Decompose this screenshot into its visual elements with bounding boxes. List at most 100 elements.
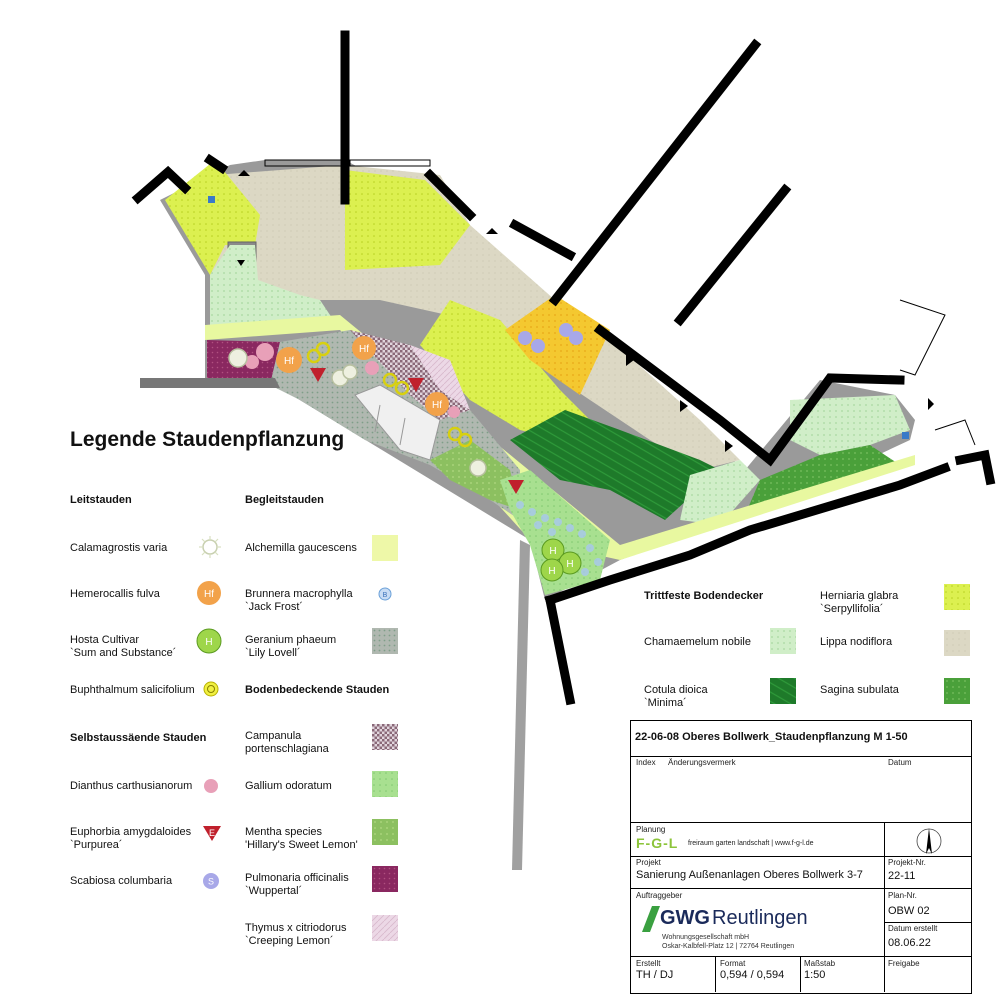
label-lippa: Lippa nodiflora — [820, 636, 893, 648]
plan-Hf-2: Hf — [359, 344, 369, 355]
fgl-logo: F-G-L — [636, 835, 679, 851]
heading-trittfeste: Trittfeste Bodendecker — [644, 590, 764, 602]
tb-index-label: Index — [636, 758, 656, 767]
tb-plannr-value: OBW 02 — [888, 905, 930, 917]
plan-thymus — [410, 345, 470, 410]
plan-cotula — [510, 410, 720, 520]
label-geranium: Geranium phaeum `Lily Lovell´ — [245, 634, 337, 659]
label-campanula: Campanula portenschlagiana — [245, 730, 329, 755]
label-brunnera: Brunnera macrophylla `Jack Frost´ — [245, 588, 353, 613]
swatch-lippa — [944, 630, 970, 656]
plan-arrow-markers — [237, 170, 934, 452]
tb-erstellt-label: Erstellt — [636, 959, 661, 968]
swatch-thymus — [372, 915, 398, 941]
tb-change-label: Änderungsvermerk — [668, 758, 736, 767]
buphthalmum-symbol — [203, 681, 219, 697]
label-pulmonaria: Pulmonaria officinalis `Wuppertal´ — [245, 872, 349, 897]
gwg-city: Reutlingen — [712, 907, 808, 929]
scabiosa-symbol: S — [203, 873, 219, 889]
euphorbia-symbol: E — [203, 826, 221, 841]
hosta-symbol: H — [196, 628, 222, 654]
swatch-sagina — [944, 678, 970, 704]
heading-selbstaussaende: Selbstaussäende Stauden — [70, 732, 207, 744]
tb-planung-text: freiraum garten landschaft | www.f-g-l.d… — [688, 840, 814, 847]
swatch-pulmonaria — [372, 866, 398, 892]
plan-herniaria-top — [345, 170, 470, 270]
plan-H-1: H — [549, 546, 556, 557]
plan-chamaemelum-left — [210, 245, 340, 330]
plan-symbols: Hf Hf Hf H H H — [228, 323, 602, 582]
tb-projekt-label: Projekt — [636, 858, 661, 867]
swatch-geranium — [372, 628, 398, 654]
gwg-logo: GWG — [660, 907, 710, 929]
hosta-symbol-label: H — [205, 637, 212, 648]
label-cotula: Cotula dioica `Minima´ — [644, 684, 708, 709]
heading-begleitstauden: Begleitstauden — [245, 494, 324, 506]
plan-Hf-1: Hf — [284, 356, 294, 367]
label-mentha: Mentha species 'Hillary's Sweet Lemon' — [245, 826, 358, 851]
hemerocallis-symbol-label: Hf — [204, 589, 214, 600]
tb-title: 22-06-08 Oberes Bollwerk_Staudenpflanzun… — [635, 731, 908, 743]
plan-yellow-bed — [505, 295, 610, 395]
gwg-sub1: Wohnungsgesellschaft mbH — [662, 934, 750, 941]
tb-datum-value: 08.06.22 — [888, 937, 931, 949]
legend-title: Legende Staudenpflanzung — [70, 428, 345, 451]
label-hosta: Hosta Cultivar `Sum and Substance´ — [70, 634, 177, 659]
plan-blue-marker — [208, 196, 215, 203]
plan-Hf-3: Hf — [432, 400, 442, 411]
swatch-chamaemelum — [770, 628, 796, 654]
label-chamaemelum: Chamaemelum nobile — [644, 636, 751, 648]
title-block — [630, 720, 972, 994]
label-alchemilla: Alchemilla gaucescens — [245, 542, 357, 554]
swatch-alchemilla — [372, 535, 398, 561]
label-herniaria: Herniaria glabra `Serpyllifolia´ — [820, 590, 899, 615]
plan-walls — [131, 30, 996, 706]
dianthus-symbol — [204, 779, 218, 793]
plan-path-left — [140, 378, 280, 388]
brunnera-symbol: B — [378, 587, 392, 601]
gwg-slash-icon — [642, 906, 660, 932]
tb-format-label: Format — [720, 959, 746, 968]
gwg-sub2: Oskar-Kalbfell-Platz 12 | 72764 Reutling… — [662, 943, 795, 950]
calamagrostis-symbol — [199, 536, 221, 558]
label-gallium: Gallium odoratum — [245, 780, 332, 792]
plan-H-3: H — [548, 566, 555, 577]
heading-bodenbedeckende: Bodenbedeckende Stauden — [245, 684, 390, 696]
tb-projektnr-label: Projekt-Nr. — [888, 858, 926, 867]
tb-format-value: 0,594 / 0,594 — [720, 969, 785, 981]
hemerocallis-symbol: Hf — [197, 581, 221, 605]
plan-bench — [354, 384, 441, 461]
tb-freigabe-label: Freigabe — [888, 959, 920, 968]
swatch-campanula — [372, 724, 398, 750]
label-euphorbia: Euphorbia amygdaloides `Purpurea´ — [70, 826, 192, 851]
brunnera-symbol-label: B — [383, 592, 388, 599]
tb-date-label: Datum — [888, 758, 912, 767]
heading-leitstauden: Leitstauden — [70, 494, 132, 506]
tb-massstab-value: 1:50 — [804, 969, 826, 981]
scabiosa-symbol-label: S — [208, 877, 214, 887]
label-buphthalmum: Buphthalmum salicifolium — [70, 684, 195, 696]
swatch-gallium — [372, 771, 398, 797]
plan-chamaemelum-far — [790, 395, 910, 455]
tb-projektnr-value: 22-11 — [888, 870, 916, 882]
plan-H-2: H — [566, 559, 573, 570]
tb-planung-label: Planung — [636, 825, 666, 834]
tb-auftraggeber-label: Auftraggeber — [636, 891, 683, 900]
swatch-mentha — [372, 819, 398, 845]
plan-herniaria-strip — [420, 300, 590, 440]
plan-window-frames — [264, 159, 976, 446]
euphorbia-symbol-label: E — [209, 828, 215, 838]
label-calamagrostis: Calamagrostis varia — [70, 542, 168, 554]
plan-path-tail — [512, 540, 530, 870]
tb-massstab-label: Maßstab — [804, 959, 836, 968]
swatch-herniaria — [944, 584, 970, 610]
label-scabiosa: Scabiosa columbaria — [70, 875, 173, 887]
label-sagina: Sagina subulata — [820, 684, 899, 696]
label-dianthus: Dianthus carthusianorum — [70, 780, 193, 792]
swatch-cotula — [770, 678, 796, 704]
tb-datum-label: Datum erstellt — [888, 924, 938, 933]
tb-erstellt-value: TH / DJ — [636, 969, 674, 981]
plan-chamaemelum-right — [680, 460, 760, 525]
tb-plannr-label: Plan-Nr. — [888, 891, 917, 900]
